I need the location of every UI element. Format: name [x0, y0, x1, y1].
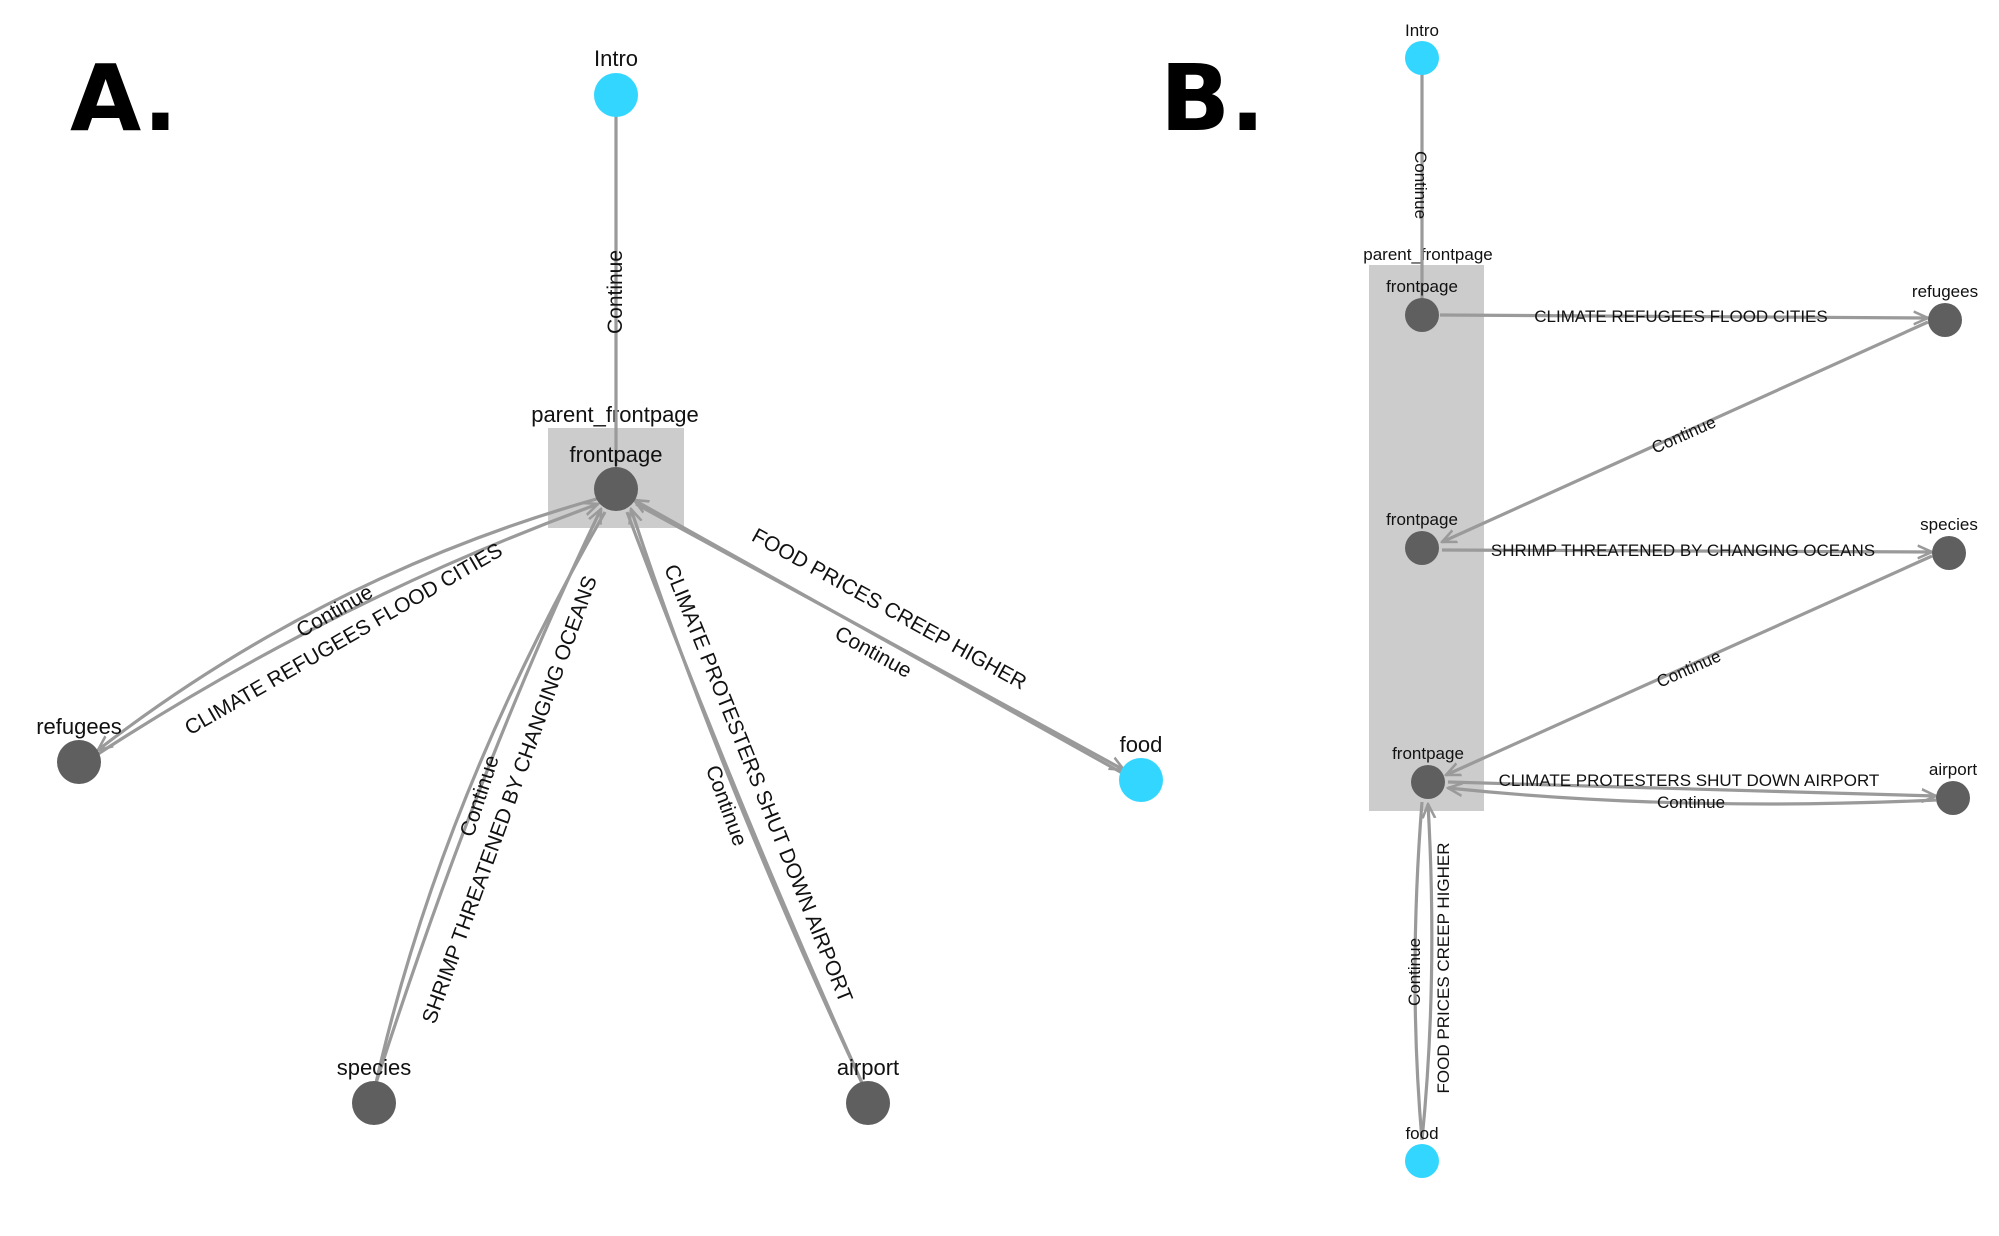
panel-a-edge-airport-frontpage — [631, 509, 864, 1084]
panel-b-edge-frontpage3-airport — [1447, 780, 1936, 796]
panel-a-node-intro-label: Intro — [594, 46, 638, 71]
panel-b-edge-frontpage2-species — [1441, 550, 1932, 552]
panel-a-node-frontpage-label: frontpage — [570, 442, 663, 467]
panel-b-edge-label-continue-intro: Continue — [1411, 151, 1430, 219]
panel-b-parent-frontpage-label: parent_frontpage — [1363, 245, 1493, 264]
panel-b-edge-label-shrimp: SHRIMP THREATENED BY CHANGING OCEANS — [1491, 541, 1875, 560]
panel-a-edge-label-climate-refugees: CLIMATE REFUGEES FLOOD CITIES — [181, 539, 506, 740]
panel-a-node-airport-label: airport — [837, 1055, 899, 1080]
panel-b-edge-refugees-frontpage2 — [1442, 320, 1929, 544]
panel-a-node-frontpage — [594, 467, 638, 511]
panel-a-edge-frontpage-refugees — [98, 496, 601, 750]
panel-b-edge-label-continue-refugees: Continue — [1649, 412, 1719, 457]
panel-b-node-frontpage-2 — [1405, 531, 1439, 565]
panel-b-node-food-label: food — [1405, 1124, 1438, 1143]
panel-b-edge-food-frontpage3 — [1420, 804, 1432, 1141]
panel-a-node-airport — [846, 1081, 890, 1125]
panel-a: A. parent_frontpage Continue CLIMATE REF… — [36, 45, 1163, 1125]
panel-b-node-frontpage-1 — [1405, 298, 1439, 332]
panel-b: B. parent_frontpage Continue CLIMATE REF… — [1160, 21, 1978, 1178]
panel-b-node-frontpage-2-label: frontpage — [1386, 510, 1458, 529]
panel-b-node-airport-label: airport — [1929, 760, 1977, 779]
panel-b-edge-label-continue-food: Continue — [1405, 938, 1424, 1006]
panel-a-node-intro — [594, 73, 638, 117]
panel-a-edge-food-frontpage — [634, 500, 1125, 776]
panel-b-node-refugees — [1928, 303, 1962, 337]
panel-b-edge-label-climate-refugees: CLIMATE REFUGEES FLOOD CITIES — [1534, 307, 1827, 326]
panel-a-edge-species-frontpage — [374, 509, 603, 1084]
panel-a-edge-label-protesters: CLIMATE PROTESTERS SHUT DOWN AIRPORT — [659, 561, 857, 1006]
panel-a-node-food — [1119, 758, 1163, 802]
panel-b-edge-label-continue-species: Continue — [1654, 646, 1724, 691]
panel-b-node-intro — [1405, 41, 1439, 75]
panel-a-node-refugees — [57, 740, 101, 784]
panel-b-edge-airport-frontpage3 — [1448, 788, 1937, 806]
panel-b-edge-frontpage-refugees — [1439, 315, 1928, 318]
panel-b-edge-species-frontpage3 — [1446, 554, 1933, 777]
panel-b-node-intro-label: Intro — [1405, 21, 1439, 40]
panel-b-node-species — [1932, 536, 1966, 570]
panel-b-edge-label-protesters: CLIMATE PROTESTERS SHUT DOWN AIRPORT — [1499, 771, 1880, 790]
panel-a-node-species-label: species — [337, 1055, 412, 1080]
panel-b-node-food — [1405, 1144, 1439, 1178]
panel-b-edge-frontpage3-food — [1413, 801, 1424, 1141]
panel-b-node-species-label: species — [1920, 515, 1978, 534]
panel-b-node-refugees-label: refugees — [1912, 282, 1978, 301]
panel-a-node-refugees-label: refugees — [36, 714, 122, 739]
panel-b-node-frontpage-3-label: frontpage — [1392, 744, 1464, 763]
panel-a-node-food-label: food — [1120, 732, 1163, 757]
panel-b-edge-label-food-prices: FOOD PRICES CREEP HIGHER — [1434, 843, 1453, 1094]
panel-b-letter: B. — [1160, 45, 1265, 152]
panel-b-edge-label-continue-airport: Continue — [1657, 793, 1725, 812]
panel-a-edge-label-continue-intro: Continue — [604, 250, 627, 334]
panel-a-edge-refugees-frontpage — [97, 504, 598, 756]
panel-a-letter: A. — [70, 45, 178, 152]
panel-b-node-frontpage-3 — [1411, 765, 1445, 799]
panel-a-node-species — [352, 1081, 396, 1125]
panel-a-edge-label-continue-food: Continue — [831, 622, 916, 683]
panel-a-edge-label-shrimp: SHRIMP THREATENED BY CHANGING OCEANS — [418, 573, 602, 1027]
panel-b-node-frontpage-1-label: frontpage — [1386, 277, 1458, 296]
panel-b-node-airport — [1936, 781, 1970, 815]
